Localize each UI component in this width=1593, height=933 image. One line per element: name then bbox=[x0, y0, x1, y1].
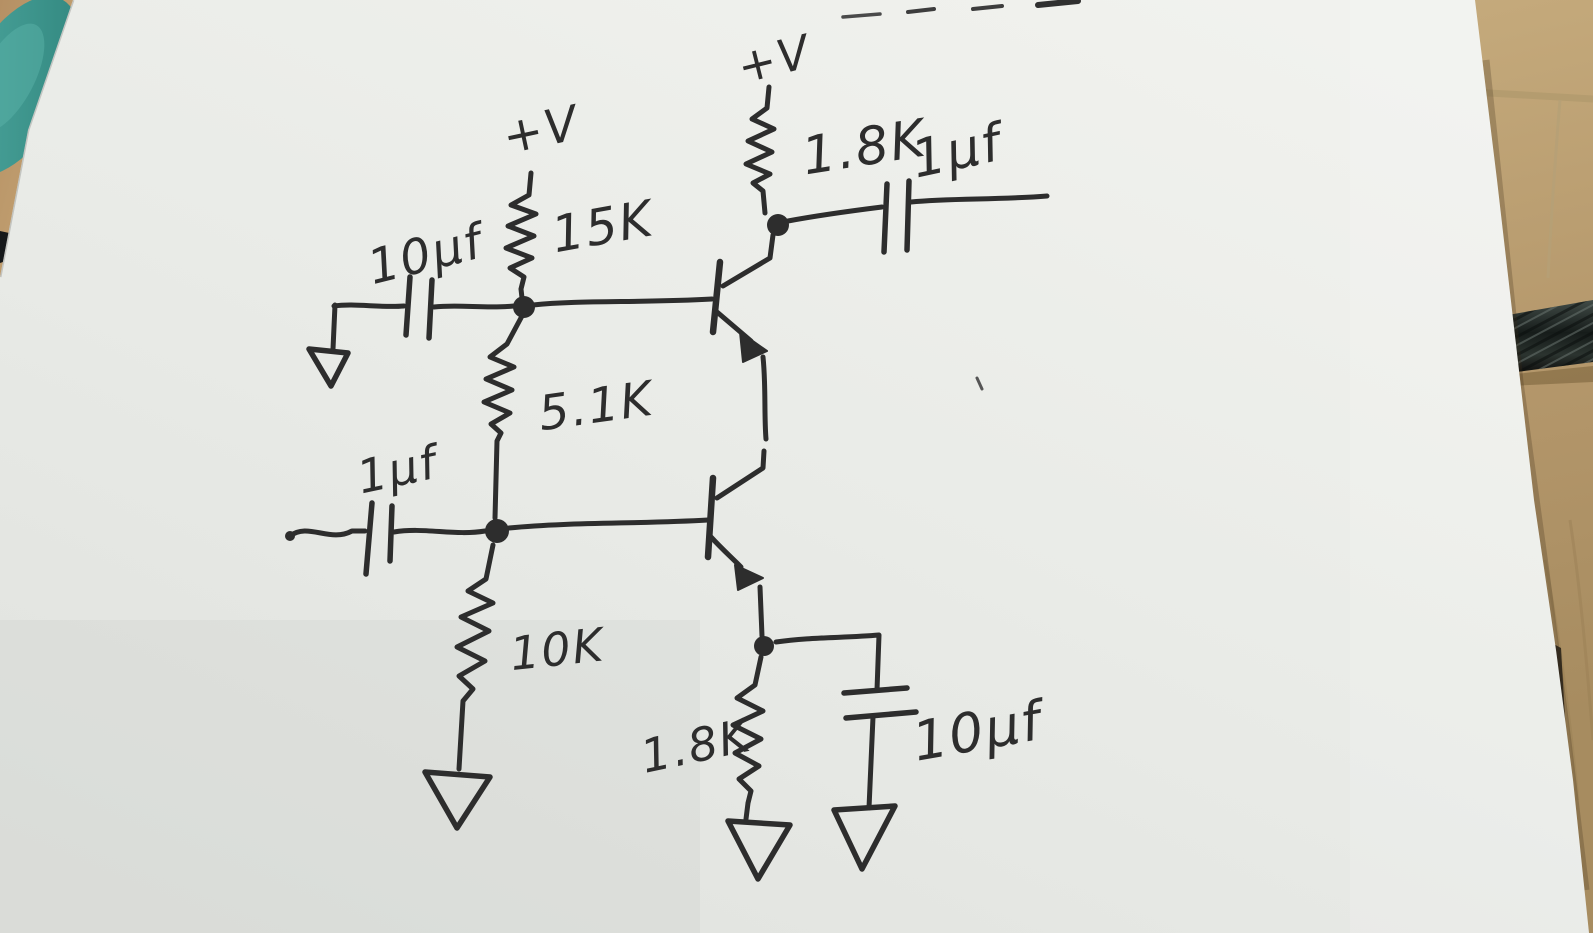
resistor-1.8k-collector-body bbox=[743, 84, 777, 216]
teal-tool-handle bbox=[0, 0, 80, 176]
resistor-5.1k-body bbox=[481, 313, 525, 521]
wire bbox=[287, 528, 368, 539]
q1-base-bar bbox=[709, 258, 724, 336]
pen-dash bbox=[906, 7, 936, 14]
pen-dashes-top bbox=[841, 0, 1081, 391]
transistor-q2 bbox=[506, 448, 767, 639]
q2-emitter-arrow bbox=[734, 564, 764, 591]
pen-stray-mark bbox=[975, 376, 984, 391]
cap-plate bbox=[843, 709, 919, 721]
resistor-5.1k bbox=[481, 313, 525, 521]
cap-plate bbox=[403, 274, 413, 338]
wood-grain-2 bbox=[1568, 519, 1593, 741]
junction-dot-collector-q1 bbox=[767, 214, 789, 236]
output-wire bbox=[908, 193, 1050, 205]
ground-symbol bbox=[306, 346, 351, 389]
wire bbox=[785, 204, 885, 224]
wood-grain-1 bbox=[1543, 559, 1580, 801]
q2-emitter bbox=[708, 534, 744, 570]
cap-plate bbox=[841, 685, 910, 696]
wire bbox=[331, 302, 407, 309]
cap-plate bbox=[363, 500, 375, 577]
junction-dot-emitter-q2 bbox=[754, 636, 774, 656]
transistor-q1 bbox=[530, 232, 776, 442]
cap-plate bbox=[904, 178, 912, 253]
junction-dot-base-q2 bbox=[485, 519, 509, 543]
q1-base-wire bbox=[530, 296, 715, 308]
resistor-1.8k-collector bbox=[743, 84, 777, 216]
q2-collector bbox=[714, 448, 767, 501]
cap-plate bbox=[387, 503, 395, 564]
wood-groove bbox=[1471, 88, 1593, 103]
pen-dash bbox=[841, 12, 882, 19]
wire bbox=[391, 527, 488, 536]
q2-base-wire bbox=[506, 517, 711, 531]
wire bbox=[330, 302, 338, 352]
ground-symbol bbox=[725, 818, 793, 882]
resistor-15k-body bbox=[503, 170, 539, 301]
resistor-15k bbox=[503, 170, 539, 301]
drill-bit-flutes bbox=[1504, 300, 1593, 373]
resistor-10k bbox=[422, 542, 496, 831]
wood-scratch bbox=[1546, 99, 1562, 279]
ground-symbol bbox=[831, 803, 898, 872]
pen-dash bbox=[971, 4, 1004, 11]
junction-dots bbox=[485, 214, 789, 656]
resistor-1.8k-emitter bbox=[725, 654, 793, 882]
wire bbox=[773, 632, 882, 693]
capacitor-10uf-bypass bbox=[773, 632, 919, 872]
q1-emitter-arrow bbox=[739, 331, 768, 363]
wire bbox=[866, 714, 876, 811]
resistor-1.8k-emitter-body bbox=[730, 654, 766, 822]
cap-plate bbox=[426, 277, 435, 341]
teal-handle-highlight bbox=[0, 23, 45, 133]
pen-dash bbox=[1035, 0, 1081, 8]
resistor-10k-body bbox=[454, 542, 496, 772]
paper-lower-left-shading bbox=[0, 620, 700, 933]
wire bbox=[431, 303, 517, 310]
capacitor-1uf-output bbox=[785, 178, 1050, 255]
cap-plate bbox=[881, 181, 890, 255]
resistor-10k-label: 10K bbox=[507, 617, 609, 681]
q1-emitter-lead bbox=[760, 354, 769, 442]
drill-bit-shadow bbox=[1505, 366, 1593, 386]
capacitor-1uf-input bbox=[285, 500, 488, 577]
q1-collector bbox=[720, 232, 776, 289]
capacitor-10uf-input bbox=[306, 274, 517, 389]
q2-emitter-lead bbox=[757, 584, 765, 639]
junction-dot-base-q1 bbox=[513, 296, 535, 318]
ground-symbol bbox=[422, 769, 493, 831]
drill-bit bbox=[1504, 300, 1593, 386]
q2-base-bar bbox=[704, 474, 717, 561]
